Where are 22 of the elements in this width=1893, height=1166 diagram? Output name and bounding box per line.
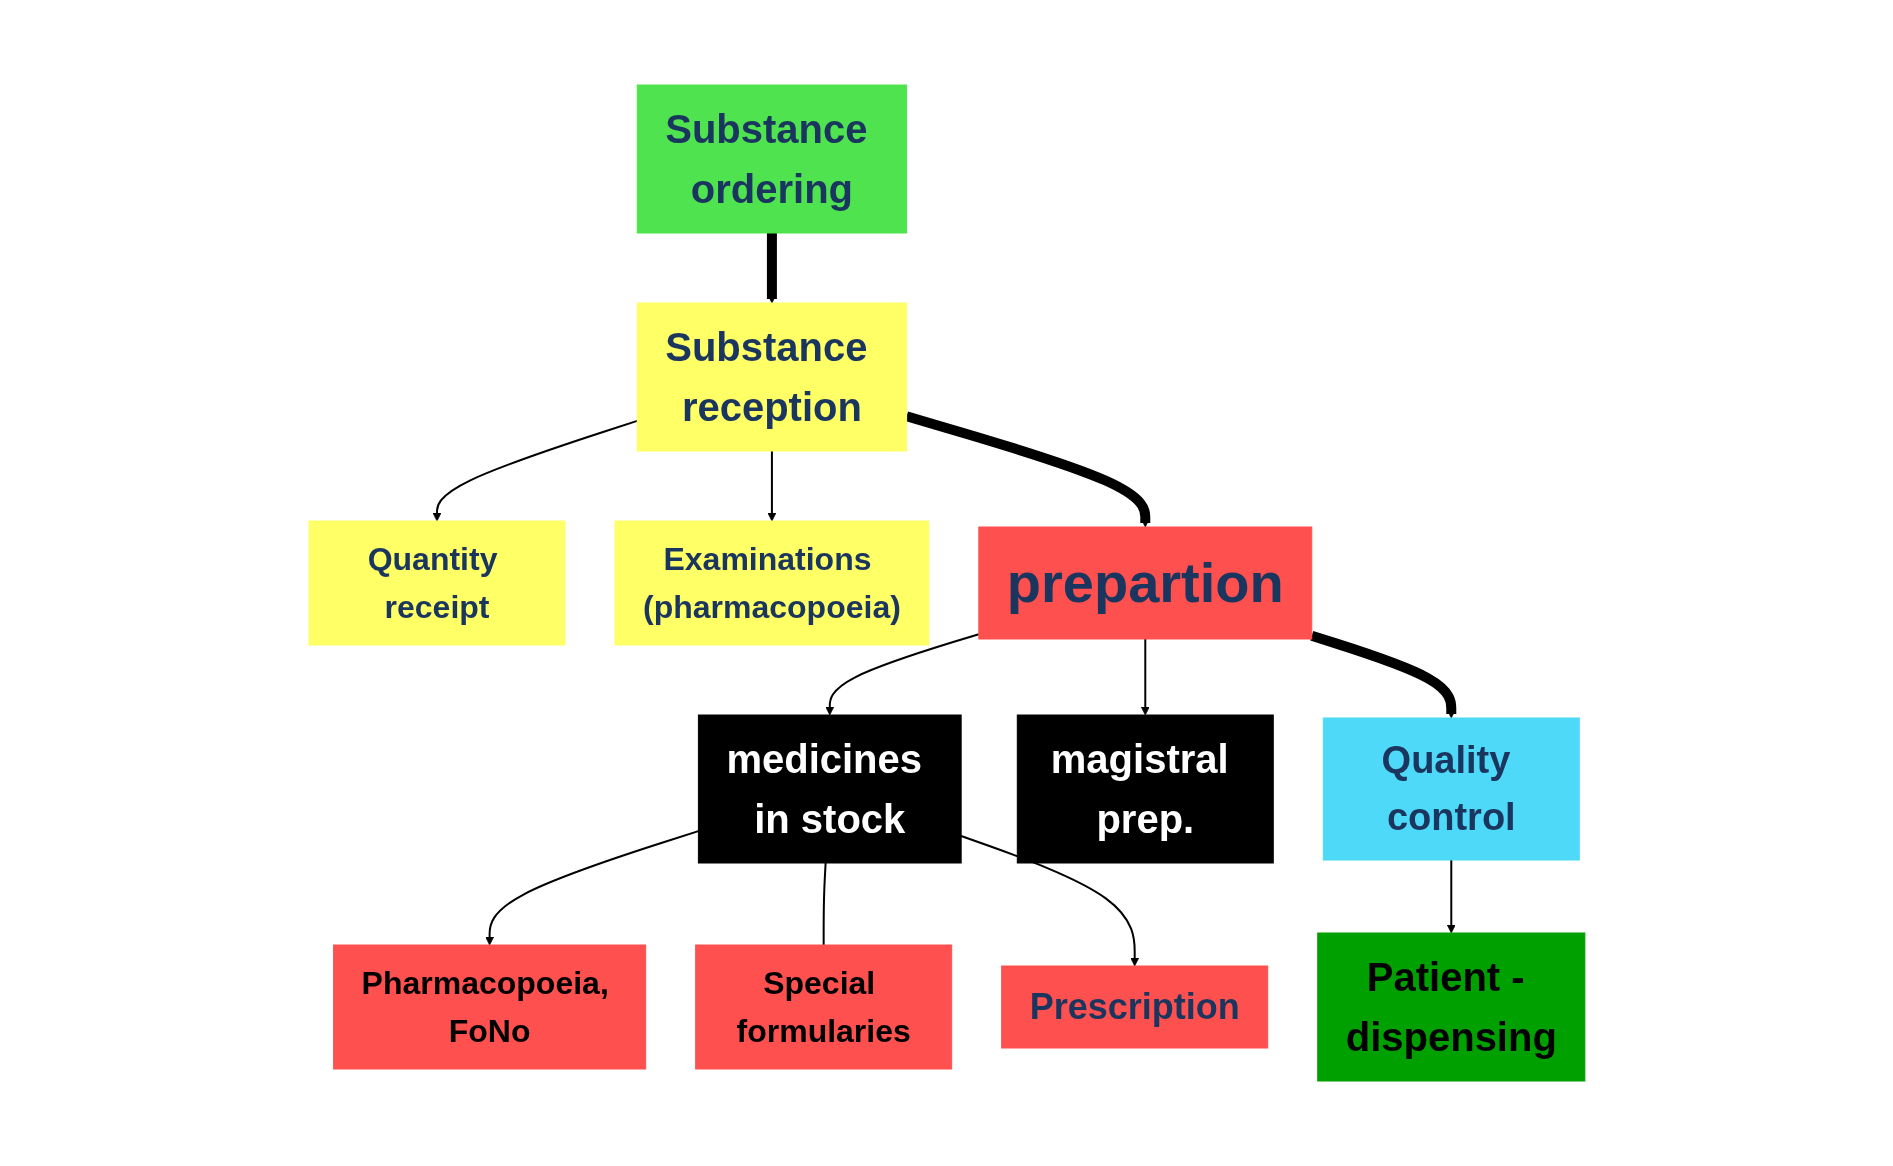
node-box: Quantity receipt — [308, 520, 566, 646]
arrow — [1309, 631, 1456, 719]
arrow — [824, 633, 980, 716]
node-box: Substance ordering — [636, 84, 907, 234]
node-box: Substance reception — [636, 302, 907, 452]
node-box: Special formularies — [694, 944, 952, 1070]
node-box: medicines in stock — [697, 714, 962, 864]
arrow — [766, 233, 777, 304]
arrow — [484, 830, 699, 946]
node-box: Examinations (pharmacopoeia) — [614, 520, 929, 646]
arrow — [432, 419, 638, 522]
node-box: magistral prep. — [1016, 714, 1274, 864]
arrow — [767, 450, 776, 522]
node-box: Prescription — [1000, 965, 1268, 1049]
node-box: prepartion — [977, 526, 1312, 640]
arrow — [1140, 638, 1150, 716]
connector — [822, 862, 827, 946]
node-box: Pharmacopoeia, FoNo — [332, 944, 646, 1070]
arrow — [959, 834, 1139, 967]
node-box: Quality control — [1322, 717, 1580, 861]
node-box: Patient - dispensing — [1316, 932, 1585, 1082]
arrow — [1446, 859, 1456, 934]
